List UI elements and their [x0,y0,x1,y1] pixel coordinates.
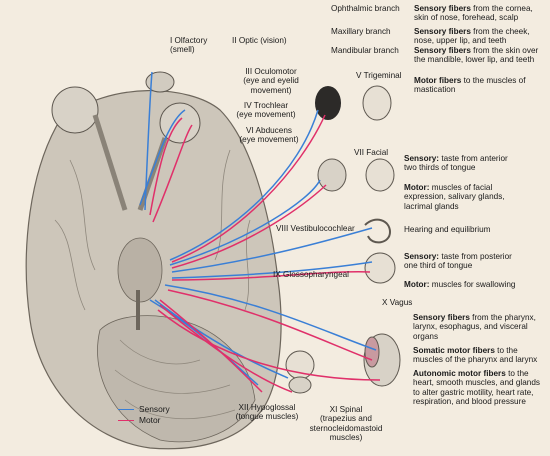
motor-swatch [118,419,134,421]
vagus-autonomic-description: Autonomic motor fibers to the heart, smo… [413,369,540,406]
glossopharyngeal-motor-description: Motor: muscles for swallowing [404,280,516,289]
optic-label: II Optic (vision) [232,36,287,45]
maxillary-description: Sensory fibers from the cheek, nose, upp… [414,27,530,46]
ophthalmic-description: Sensory fibers from the cornea, skin of … [414,4,533,23]
olfactory-label: I Olfactory (smell) [170,36,208,55]
maxillary-branch-name: Maxillary branch [331,27,391,36]
legend-motor: Motor [118,415,160,425]
sensory-swatch [118,408,134,410]
eyes-illustration [51,86,201,211]
legend-motor-label: Motor [139,415,161,425]
facial-motor-description: Motor: muscles of facial expression, sal… [404,183,505,211]
mandibular-description: Sensory fibers from the skin over the ma… [414,46,539,65]
vestibulocochlear-label: VIII Vestibulocochlear [276,224,355,233]
abducens-label: VI Abducens (eye movement) [239,126,299,145]
trochlear-label: IV Trochlear (eye movement) [236,101,296,120]
vestibulocochlear-description: Hearing and equilibrium [404,225,491,234]
trigeminal-motor-description: Motor fibers to the muscles of masticati… [414,76,526,95]
mandibular-branch-name: Mandibular branch [331,46,399,55]
hypoglossal-label: XII Hypoglossal (tongue muscles) [235,403,299,422]
facial-sensory-description: Sensory: taste from anterior two thirds … [404,154,508,173]
glossopharyngeal-label: IX Glossopharyngeal [273,270,350,279]
trigeminal-label: V Trigeminal [356,71,402,80]
oculomotor-label: III Oculomotor (eye and eyelid movement) [243,67,299,95]
brain-illustration [25,90,282,450]
vagus-somatic-description: Somatic motor fibers to the muscles of t… [413,346,538,365]
vagus-sensory-description: Sensory fibers from the pharynx, larynx,… [413,313,536,341]
vagus-label: X Vagus [382,298,413,307]
facial-label: VII Facial [354,148,389,157]
ophthalmic-branch-name: Ophthalmic branch [331,4,400,13]
spinal-label: XI Spinal (trapezius and sternocleidomas… [309,405,383,442]
anatomy-figures [145,71,401,394]
legend-sensory-label: Sensory [139,404,170,414]
legend-sensory: Sensory [118,404,170,414]
glossopharyngeal-sensory-description: Sensory: taste from posterior one third … [404,252,512,271]
motor-pathways [149,114,381,393]
